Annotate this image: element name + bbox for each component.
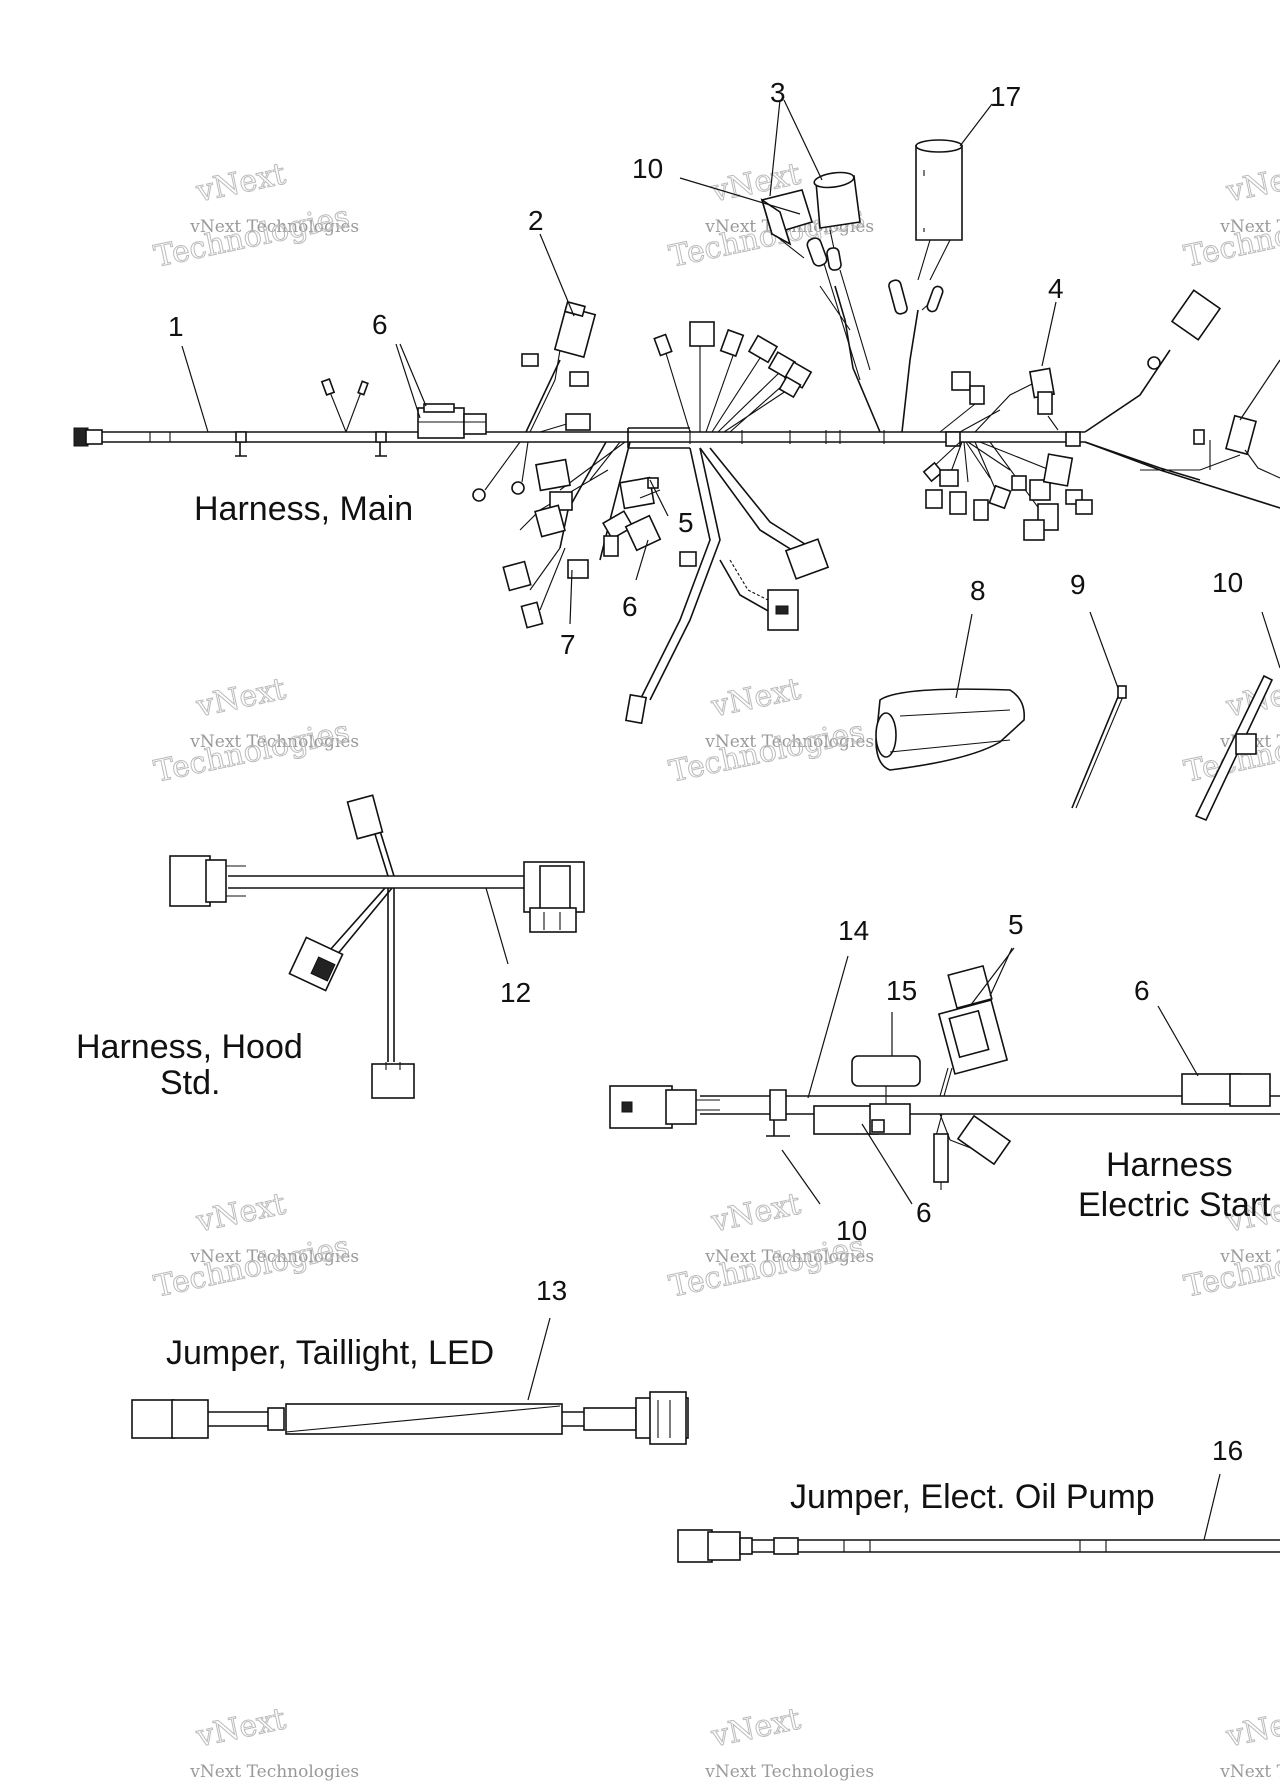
svg-text:vNext: vNext — [193, 672, 289, 725]
callout-3: 3 — [770, 77, 786, 108]
callout-10: 10 — [836, 1215, 867, 1246]
title-start-harness-electric: Electric Start — [1078, 1186, 1271, 1224]
watermark: vNext vNext Technologies Technologies — [151, 1186, 360, 1305]
svg-text:vNext: vNext — [708, 672, 804, 725]
callout-14: 14 — [838, 915, 869, 946]
main-harness — [73, 139, 1280, 725]
oil-pump-jumper — [677, 1529, 1280, 1563]
callouts: 1 2 3 17 10 4 6 5 6 7 8 9 10 12 14 15 5 … — [168, 77, 1243, 1466]
watermark-line2: vNext Technologies — [189, 217, 359, 237]
hood-harness — [169, 794, 585, 1099]
leader-lines — [181, 99, 1221, 1541]
callout-10: 10 — [1212, 567, 1243, 598]
svg-text:vNext: vNext — [1223, 157, 1280, 210]
part-8-cover — [875, 688, 1026, 771]
callout-16: 16 — [1212, 1435, 1243, 1466]
callout-13: 13 — [536, 1275, 567, 1306]
svg-text:vNext Technologies: vNext Technologies — [704, 1762, 874, 1782]
title-taillight-jumper: Jumper, Taillight, LED — [166, 1334, 494, 1372]
callout-6: 6 — [916, 1197, 932, 1228]
watermark-line1: vNext — [193, 157, 289, 210]
title-main-harness: Harness, Main — [194, 490, 413, 528]
watermark: vNext vNext Technologies Technologies — [151, 156, 360, 275]
svg-text:vNext: vNext — [193, 1702, 289, 1755]
title-start-harness: Harness — [1106, 1146, 1233, 1184]
callout-6: 6 — [1134, 975, 1150, 1006]
svg-text:Technologies: Technologies — [1181, 1229, 1280, 1305]
callout-6: 6 — [622, 591, 638, 622]
svg-text:vNext: vNext — [708, 1702, 804, 1755]
svg-text:vNext Technologies: vNext Technologies — [1219, 1247, 1280, 1267]
callout-8: 8 — [970, 575, 986, 606]
watermark: vNext vNext Technologies — [704, 1701, 874, 1782]
watermark: vNext vNext Technologies Technologies — [151, 671, 360, 790]
watermark-line3: Technologies — [151, 199, 352, 275]
watermark: vNext vNext Technologies — [1219, 1701, 1280, 1782]
svg-text:vNext Technologies: vNext Technologies — [189, 1247, 359, 1267]
svg-text:Technologies: Technologies — [666, 714, 867, 790]
callout-2: 2 — [528, 205, 544, 236]
callout-15: 15 — [886, 975, 917, 1006]
title-hood-harness-std: Std. — [160, 1064, 220, 1102]
callout-12: 12 — [500, 977, 531, 1008]
svg-text:vNext Technologies: vNext Technologies — [1219, 217, 1280, 237]
svg-text:Technologies: Technologies — [151, 714, 352, 790]
watermark: vNext vNext Technologies Technologies — [666, 671, 875, 790]
svg-text:vNext Technologies: vNext Technologies — [1219, 1762, 1280, 1782]
watermark: vNext vNext Technologies Technologies — [1181, 156, 1280, 275]
callout-7: 7 — [560, 629, 576, 660]
callout-10: 10 — [632, 153, 663, 184]
callout-6: 6 — [372, 309, 388, 340]
svg-text:vNext: vNext — [708, 1187, 804, 1240]
title-oil-pump-jumper: Jumper, Elect. Oil Pump — [790, 1478, 1155, 1516]
titles: Harness, Main Harness, Hood Std. Harness… — [76, 490, 1271, 1516]
title-hood-harness: Harness, Hood — [76, 1028, 303, 1066]
svg-text:vNext: vNext — [193, 1187, 289, 1240]
svg-text:vNext Technologies: vNext Technologies — [704, 732, 874, 752]
svg-text:vNext Technologies: vNext Technologies — [189, 732, 359, 752]
svg-text:vNext Technologies: vNext Technologies — [704, 1247, 874, 1267]
callout-17: 17 — [990, 81, 1021, 112]
callout-5: 5 — [1008, 909, 1024, 940]
callout-1: 1 — [168, 311, 184, 342]
part-9-tie — [1071, 685, 1127, 809]
svg-text:Technologies: Technologies — [1181, 199, 1280, 275]
electric-start-harness — [609, 964, 1280, 1190]
callout-5: 5 — [678, 507, 694, 538]
watermark: vNext vNext Technologies — [189, 1701, 359, 1782]
callout-4: 4 — [1048, 273, 1064, 304]
callout-9: 9 — [1070, 569, 1086, 600]
taillight-jumper — [131, 1391, 689, 1445]
svg-text:vNext Technologies: vNext Technologies — [189, 1762, 359, 1782]
part-10-clip — [1194, 611, 1280, 822]
svg-text:Technologies: Technologies — [151, 1229, 352, 1305]
svg-text:vNext: vNext — [1223, 1702, 1280, 1755]
